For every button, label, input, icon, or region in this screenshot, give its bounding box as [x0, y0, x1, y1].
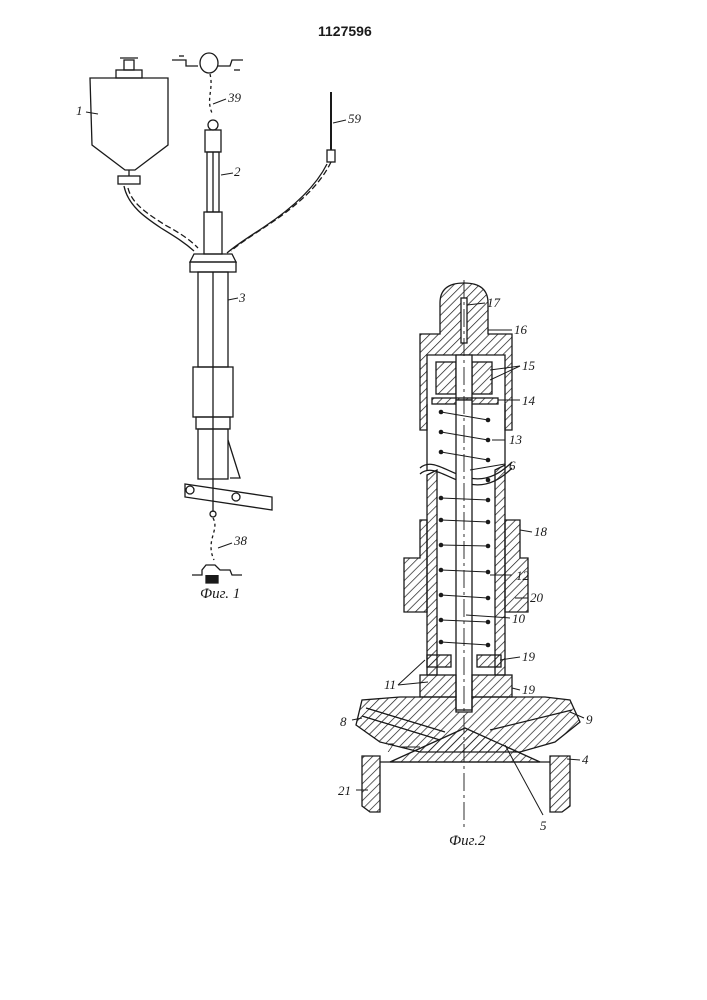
label-12: 12 — [516, 568, 530, 583]
nut-15-right — [472, 362, 492, 394]
reservoir-hose — [128, 188, 198, 248]
label-3: 3 — [238, 290, 246, 305]
tube-wall-right — [495, 465, 505, 675]
cord-38 — [211, 518, 215, 560]
label-20: 20 — [530, 590, 544, 605]
label-21: 21 — [338, 783, 351, 798]
label-1: 1 — [76, 103, 83, 118]
label-2: 2 — [234, 164, 241, 179]
label-11: 11 — [384, 677, 396, 692]
label-5: 5 — [540, 818, 547, 833]
top-hanger — [172, 53, 243, 73]
skirt-21-right — [550, 756, 570, 812]
bottom-hanger — [192, 565, 242, 583]
label-13: 13 — [509, 432, 523, 447]
figure-1-caption: Фиг. 1 — [200, 586, 240, 602]
label-9: 9 — [586, 712, 593, 727]
nut-15-left — [436, 362, 456, 394]
label-19-upper: 19 — [522, 649, 536, 664]
skirt-21-left — [362, 756, 380, 812]
bushing-19-right — [472, 675, 512, 697]
bushing-11-right — [477, 655, 501, 667]
label-15: 15 — [522, 358, 536, 373]
label-59: 59 — [348, 111, 362, 126]
bottom-clamp — [185, 479, 272, 517]
label-39: 39 — [227, 90, 242, 105]
cord-39 — [210, 74, 213, 115]
label-8: 8 — [340, 714, 347, 729]
label-7: 7 — [387, 740, 394, 755]
patent-number: 1127596 — [318, 23, 372, 39]
label-4: 4 — [582, 752, 589, 767]
label-38: 38 — [233, 533, 248, 548]
figure-2-caption: Фиг.2 — [449, 833, 486, 849]
label-18: 18 — [534, 524, 548, 539]
figure-1 — [90, 53, 335, 583]
label-19-lower: 19 — [522, 682, 536, 697]
bushing-19-left — [420, 675, 456, 697]
sleeve-18-left — [404, 520, 427, 612]
reservoir — [90, 58, 168, 184]
label-6: 6 — [509, 458, 516, 473]
label-14: 14 — [522, 393, 536, 408]
label-16: 16 — [514, 322, 528, 337]
bushing-11-left — [427, 655, 451, 667]
lower-tube — [190, 254, 240, 479]
upper-rod — [204, 120, 222, 254]
label-10: 10 — [512, 611, 526, 626]
tube-wall-left — [427, 470, 437, 675]
label-17: 17 — [487, 295, 501, 310]
